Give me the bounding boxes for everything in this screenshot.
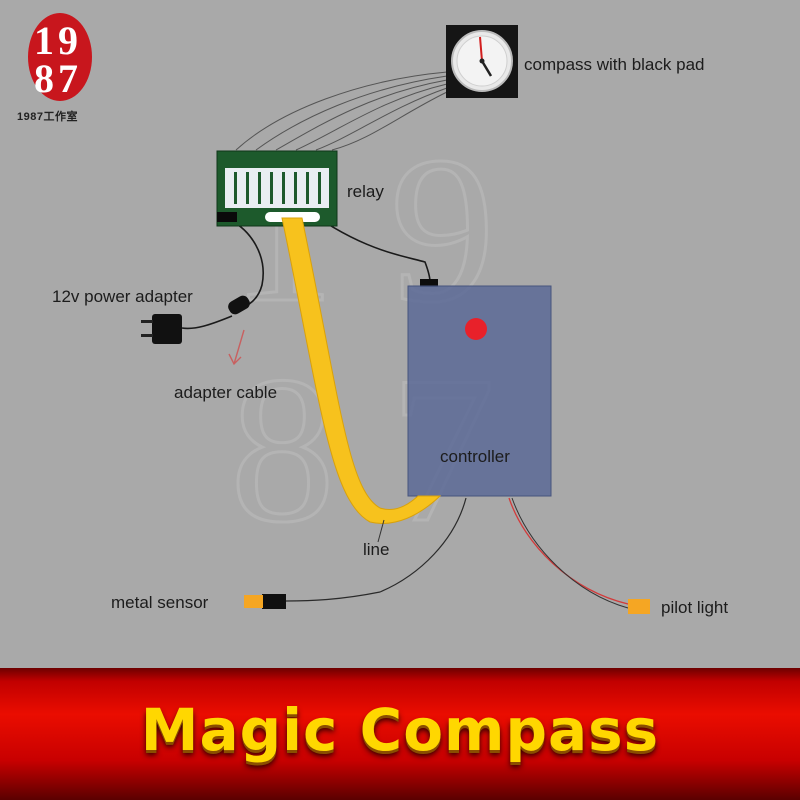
logo-oval bbox=[28, 13, 92, 101]
brand-logo: 1 9 8 7 bbox=[28, 13, 92, 101]
line-pointer bbox=[377, 519, 385, 543]
relay-label: relay bbox=[347, 182, 384, 201]
metal-sensor bbox=[244, 594, 286, 609]
compass-label: compass with black pad bbox=[524, 55, 705, 74]
power-plug-icon bbox=[141, 314, 182, 344]
adapter-cable-joint bbox=[228, 295, 250, 315]
arrow-down-left-icon bbox=[228, 329, 245, 366]
controller-power-connector bbox=[420, 279, 438, 287]
pilot-light-cable-black bbox=[511, 497, 629, 609]
pilot-light-cable-red bbox=[508, 497, 629, 605]
relay-controller-cable bbox=[299, 204, 431, 283]
controller-box bbox=[407, 285, 552, 497]
pilot-light-label: pilot light bbox=[661, 598, 729, 617]
adapter-lead bbox=[181, 315, 233, 330]
metal-sensor-label: metal sensor bbox=[111, 593, 209, 612]
compass-with-pad bbox=[446, 25, 518, 98]
controller-indicator-dot bbox=[465, 318, 487, 340]
pilot-light bbox=[628, 599, 650, 614]
yellow-flat-cable bbox=[281, 217, 442, 524]
controller-label: controller bbox=[440, 447, 510, 466]
adapter-cable-label: adapter cable bbox=[174, 383, 278, 402]
logo-caption: 1987工作室 bbox=[17, 111, 78, 123]
logo-digit-9: 9 bbox=[58, 18, 78, 63]
power-adapter-label: 12v power adapter bbox=[52, 287, 193, 306]
logo-digit-1: 1 bbox=[34, 18, 54, 63]
metal-sensor-cable bbox=[285, 497, 467, 602]
clock-face-icon bbox=[451, 30, 513, 92]
line-label: line bbox=[363, 540, 390, 559]
banner-title: Magic Compass bbox=[140, 696, 660, 764]
relay-board bbox=[216, 150, 338, 227]
compass-wires bbox=[235, 71, 448, 151]
logo-digit-7: 7 bbox=[58, 56, 78, 101]
logo-digit-8: 8 bbox=[34, 56, 54, 101]
title-banner: Magic Compass bbox=[0, 668, 800, 800]
